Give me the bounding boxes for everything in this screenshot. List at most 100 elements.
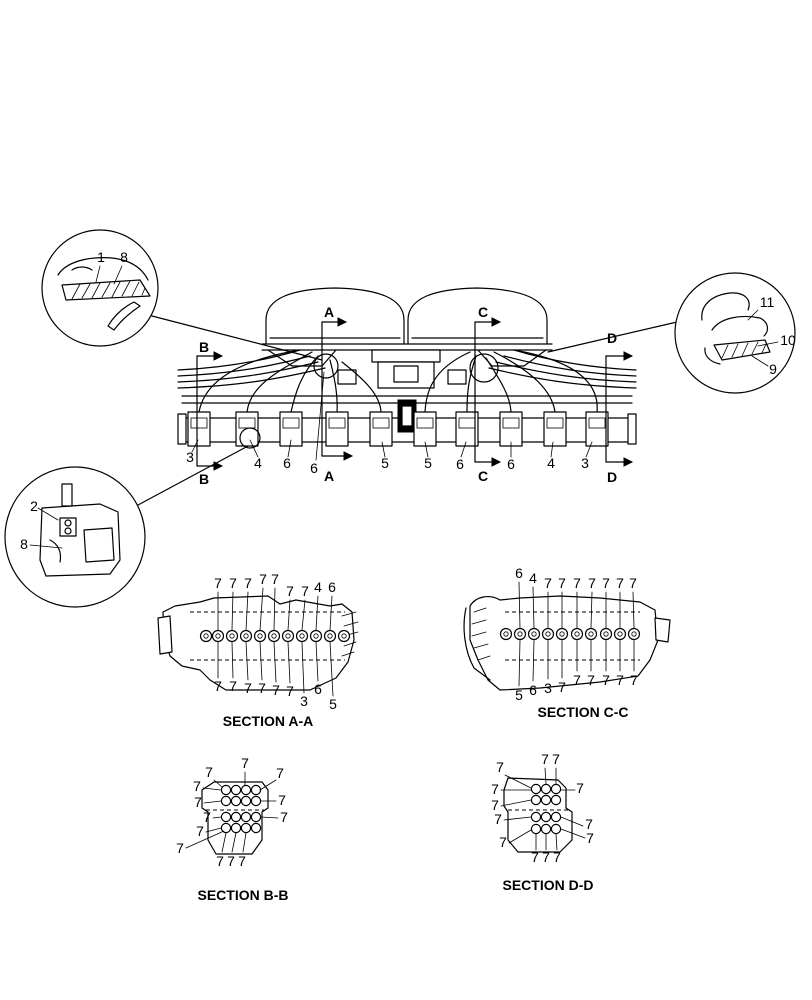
leader-lines <box>217 587 334 697</box>
row-units <box>187 411 609 447</box>
callout: 7 <box>573 575 581 591</box>
callout: 4 <box>254 455 262 471</box>
callout: 7 <box>542 849 550 865</box>
callout: 7 <box>558 679 566 695</box>
callout: 4 <box>547 455 555 471</box>
callout: 6 <box>328 579 336 595</box>
callout: 7 <box>229 678 237 694</box>
callout: 7 <box>553 849 561 865</box>
section-label-a-top: A <box>324 304 334 320</box>
callout: 7 <box>196 823 204 839</box>
callout: 8 <box>120 249 128 265</box>
callout: 7 <box>588 575 596 591</box>
callout: 7 <box>241 755 249 771</box>
detail-view-right: 11 10 9 <box>674 272 796 394</box>
section-title-b-b: SECTION B-B <box>198 887 289 903</box>
section-d-d: 7 7 7 7 7 7 7 7 7 7 7 7 7 SECTION D-D <box>491 751 594 893</box>
detail-view-lower-left: 2 8 <box>4 466 146 608</box>
callout: 7 <box>194 794 202 810</box>
callout: 7 <box>585 816 593 832</box>
callout: 7 <box>616 575 624 591</box>
callout: 7 <box>214 678 222 694</box>
section-label-c-top: C <box>478 304 488 320</box>
callout: 6 <box>283 455 291 471</box>
left-tank <box>265 287 405 345</box>
hose-connectors <box>530 783 562 835</box>
callout: 7 <box>531 849 539 865</box>
right-tank <box>407 287 548 345</box>
callout: 7 <box>244 575 252 591</box>
section-b-b: 7 7 7 7 7 7 7 7 7 7 7 7 7 SECTION B-B <box>176 755 288 903</box>
callout: 7 <box>216 853 224 869</box>
callout: 7 <box>491 781 499 797</box>
callout: 7 <box>494 811 502 827</box>
callout: 7 <box>544 575 552 591</box>
callout: 7 <box>229 575 237 591</box>
callout: 7 <box>214 575 222 591</box>
callout: 5 <box>381 455 389 471</box>
callout: 7 <box>276 765 284 781</box>
distribution-hoses <box>198 349 598 413</box>
section-marker-d: D D <box>605 330 634 485</box>
section-title-a-a: SECTION A-A <box>223 713 313 729</box>
callout: 2 <box>30 498 38 514</box>
section-a-a: 7 7 7 7 7 7 7 4 6 7 7 7 7 7 7 3 6 5 SECT… <box>157 571 359 729</box>
callout: 7 <box>238 853 246 869</box>
section-label-d-bottom: D <box>607 469 617 485</box>
callout: 7 <box>602 575 610 591</box>
callout: 3 <box>581 455 589 471</box>
callout: 7 <box>203 809 211 825</box>
callout: 7 <box>576 780 584 796</box>
section-label-d-top: D <box>607 330 617 346</box>
hose-connectors <box>199 629 351 643</box>
callout: 3 <box>186 449 194 465</box>
callout: 3 <box>544 680 552 696</box>
callout: 7 <box>541 751 549 767</box>
main-assembly-view: A A B B C C D D 3 4 <box>177 287 637 487</box>
section-marker-a: A A <box>321 304 354 484</box>
hose-connectors <box>499 627 641 641</box>
callout: 7 <box>244 680 252 696</box>
callout: 1 <box>97 249 105 265</box>
callout: 4 <box>529 570 537 586</box>
detail-location-lower-left <box>239 427 261 449</box>
callout: 7 <box>587 672 595 688</box>
detail-location-upper-left <box>313 353 339 379</box>
callout: 7 <box>491 797 499 813</box>
section-marker-b: B B <box>196 339 224 487</box>
callout: 6 <box>515 565 523 581</box>
callout: 7 <box>280 809 288 825</box>
detail-leader-right <box>547 321 678 353</box>
callout: 6 <box>507 456 515 472</box>
callout: 4 <box>314 579 322 595</box>
hose-connectors <box>220 784 262 834</box>
callout: 7 <box>573 672 581 688</box>
callout: 7 <box>286 583 294 599</box>
section-title-c-c: SECTION C-C <box>538 704 629 720</box>
section-label-b-bottom: B <box>199 471 209 487</box>
callout: 7 <box>630 672 638 688</box>
callout: 8 <box>20 536 28 552</box>
callout: 7 <box>558 575 566 591</box>
callout: 7 <box>496 759 504 775</box>
section-label-a-bottom: A <box>324 468 334 484</box>
callout: 7 <box>602 672 610 688</box>
callout: 7 <box>616 672 624 688</box>
section-marker-c: C C <box>474 304 502 484</box>
detail-leader-upper-left <box>151 315 323 361</box>
callout: 7 <box>272 682 280 698</box>
callout: 5 <box>329 696 337 712</box>
callout: 7 <box>286 683 294 699</box>
callout: 5 <box>424 455 432 471</box>
callout: 3 <box>300 693 308 709</box>
section-c-c: 6 4 7 7 7 7 7 7 7 5 6 3 7 7 7 7 7 7 SECT… <box>463 565 671 720</box>
callout: 7 <box>271 571 279 587</box>
callout: 5 <box>515 687 523 703</box>
callout: 7 <box>258 680 266 696</box>
leader-lines <box>185 771 279 853</box>
callout: 6 <box>314 681 322 697</box>
leader-lines <box>518 581 635 687</box>
callout: 6 <box>456 456 464 472</box>
section-title-d-d: SECTION D-D <box>503 877 594 893</box>
